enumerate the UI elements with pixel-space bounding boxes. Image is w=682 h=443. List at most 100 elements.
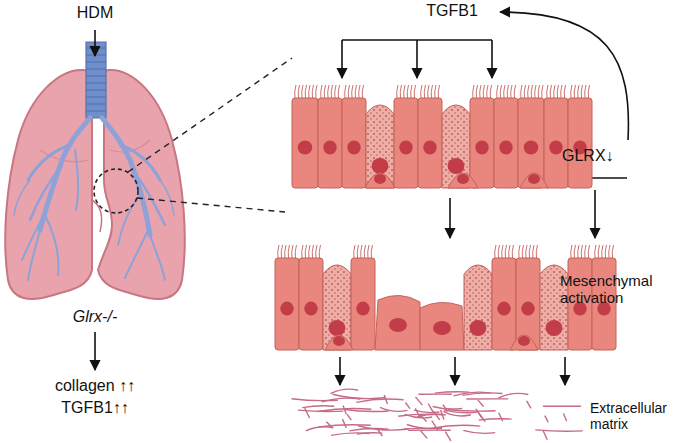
basal-cell [448,173,478,188]
mesenchymal-cell [420,302,464,350]
cilium [585,85,586,98]
collagen-fibre [408,429,451,431]
nucleus [518,336,530,346]
cilium [364,245,365,258]
cilium [500,85,501,98]
cilium [507,85,508,98]
collagen-fibre [543,406,581,407]
goblet-granules [366,105,394,188]
collagen-fibre [357,433,382,434]
nucleus [372,158,389,174]
cilium [371,245,372,258]
cilium [497,85,498,98]
fibre-crosslink [443,405,447,412]
collagen-fibre [298,410,343,411]
fibre-crosslink [420,415,427,421]
cilium [316,245,317,258]
trachea-ring [86,89,106,90]
fibre-crosslink [499,413,503,422]
collagen-fibre [358,426,409,430]
columnar-cell [275,258,299,350]
cilium [421,85,422,98]
fibre-crosslink [421,431,428,439]
nucleus [347,141,360,155]
cilium [298,85,299,98]
cilium [335,85,336,98]
cilium [424,85,425,98]
cilium [504,85,505,98]
cilium [505,245,506,258]
cilium [309,245,310,258]
cilium [348,85,349,98]
cilium [574,85,575,98]
nucleus [528,174,540,184]
cilium [514,85,515,98]
nucleus [399,141,412,155]
nucleus [356,302,369,316]
columnar-cell [299,258,323,350]
cilium [528,85,529,98]
columnar-cell [544,98,568,188]
cilium [431,85,432,98]
cilium [578,85,579,98]
cilium [531,85,532,98]
cilium [536,245,537,258]
cilium [438,85,439,98]
cilium [345,85,346,98]
cilium [512,245,513,258]
fibre-crosslink [342,419,346,428]
trachea-ring [86,68,106,69]
fibre-crosslink [384,395,387,404]
cilium [428,85,429,98]
nucleus [546,320,563,336]
cilium [547,85,548,98]
cilium [435,85,436,98]
zoom-lines [128,58,292,212]
cilium [542,85,543,98]
goblet-granules [442,105,470,188]
structure-label: Extracellular matrix [590,400,678,432]
fibre-crosslink [428,404,433,412]
fibre-crosslink [343,406,346,414]
cilium [305,85,306,98]
cilium [595,245,596,258]
cilium [411,85,412,98]
cilium [357,245,358,258]
collagen-fibre [306,427,334,431]
fibre-crosslink [527,401,531,409]
trachea-ring [86,110,106,111]
cilium [490,85,491,98]
collagen-fibre [498,393,528,398]
collagen-fibre [443,411,471,416]
goblet-granules [323,265,351,350]
cilium [288,245,289,258]
trachea-ring [86,96,106,97]
cilium [404,85,405,98]
fibre-crosslink [405,403,410,409]
fibre-crosslink [478,400,484,407]
collagen-fibre [418,393,451,395]
cilium [285,245,286,258]
cilium [476,85,477,98]
cilium [359,85,360,98]
collagen-fibre [292,399,338,401]
nucleus [448,158,465,174]
stimulus-label: HDM [77,4,113,22]
collagen-fibre [343,409,389,411]
collagen-fibre [356,399,403,402]
nucleus [433,321,451,335]
cilium [400,85,401,98]
columnar-cell [342,98,366,188]
cilium [397,85,398,98]
cilium [554,85,555,98]
fibre-crosslink [305,408,310,418]
collagen-fibre [463,430,495,433]
nucleus [374,174,386,184]
columnar-cell [292,98,318,188]
trachea-ring [86,47,106,48]
cilium [302,245,303,258]
cilium [578,245,579,258]
nucleus [475,141,488,155]
cilium [522,245,523,258]
cilium [480,85,481,98]
